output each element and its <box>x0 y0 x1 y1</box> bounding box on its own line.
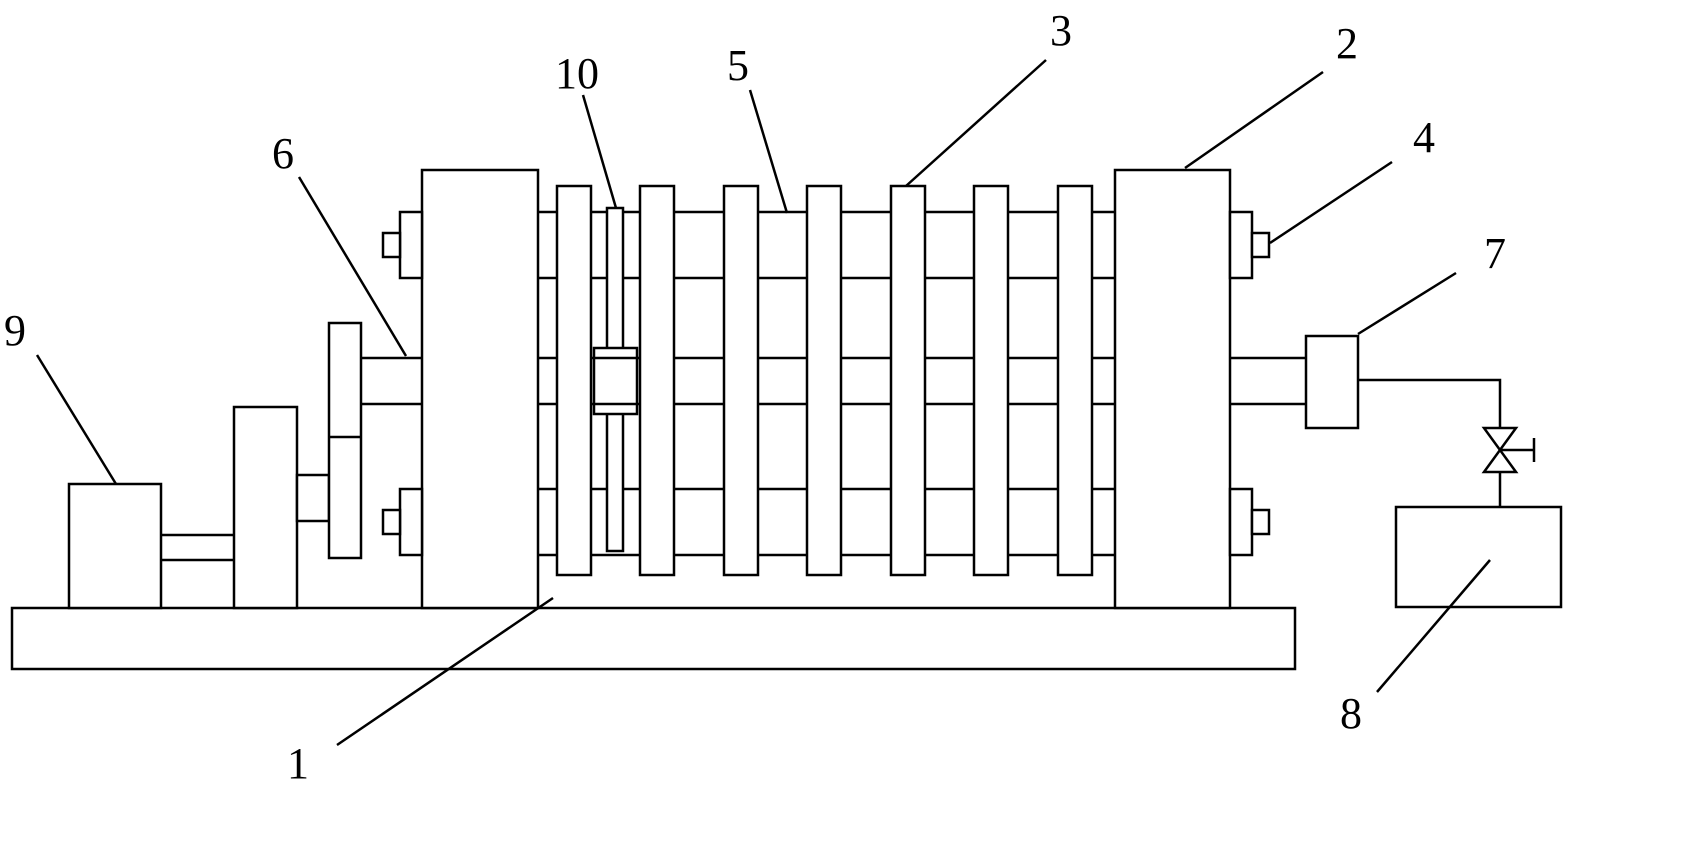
collection-tank <box>1394 505 1563 609</box>
leader-line-5 <box>748 89 789 214</box>
label-4: 4 <box>1413 113 1435 162</box>
leader-line-2 <box>1184 70 1324 170</box>
base-frame <box>10 606 1297 671</box>
label-6: 6 <box>272 129 294 178</box>
left-lower-nut-cap <box>381 508 402 536</box>
drive-wheel <box>327 321 363 560</box>
left-head-plate <box>420 168 540 610</box>
drain-pipe <box>1358 378 1502 428</box>
collector-box <box>1304 334 1360 430</box>
leader-line-7 <box>1357 271 1457 336</box>
label-1: 1 <box>287 739 309 788</box>
label-9: 9 <box>4 306 26 355</box>
filter-plate <box>638 184 676 577</box>
left-upper-nut-cap <box>381 231 402 259</box>
right-upper-nut <box>1228 210 1254 280</box>
filter-plate <box>722 184 760 577</box>
leader-line-3 <box>905 59 1047 187</box>
leader-line-8 <box>1376 559 1491 693</box>
screw-shaft <box>361 356 422 406</box>
label-8: 8 <box>1340 689 1362 738</box>
label-3: 3 <box>1050 6 1072 55</box>
gearbox <box>232 405 299 610</box>
leader-line-9 <box>35 354 118 485</box>
left-lower-nut <box>398 487 424 557</box>
leader-line-1 <box>336 596 554 747</box>
label-2: 2 <box>1336 19 1358 68</box>
filter-plate <box>555 184 593 577</box>
right-lower-nut-cap <box>1250 508 1271 536</box>
outlet-pipe <box>1230 356 1306 406</box>
right-upper-nut-cap <box>1250 231 1271 259</box>
motor-shaft <box>161 533 234 562</box>
label-10: 10 <box>555 49 599 98</box>
right-lower-nut <box>1228 487 1254 557</box>
leader-line-6 <box>297 176 408 357</box>
valve-icon <box>1481 426 1536 474</box>
filter-plate <box>805 184 843 577</box>
filter-plate <box>889 184 927 577</box>
gearbox-output-shaft <box>295 473 331 523</box>
right-head-plate <box>1113 168 1232 610</box>
leader-line-10 <box>581 94 618 209</box>
filter-plate <box>1056 184 1094 577</box>
left-upper-nut <box>398 210 424 280</box>
label-5: 5 <box>727 41 749 90</box>
motor <box>67 482 163 610</box>
label-7: 7 <box>1484 229 1506 278</box>
filter-plate <box>972 184 1010 577</box>
leader-line-4 <box>1269 160 1393 245</box>
